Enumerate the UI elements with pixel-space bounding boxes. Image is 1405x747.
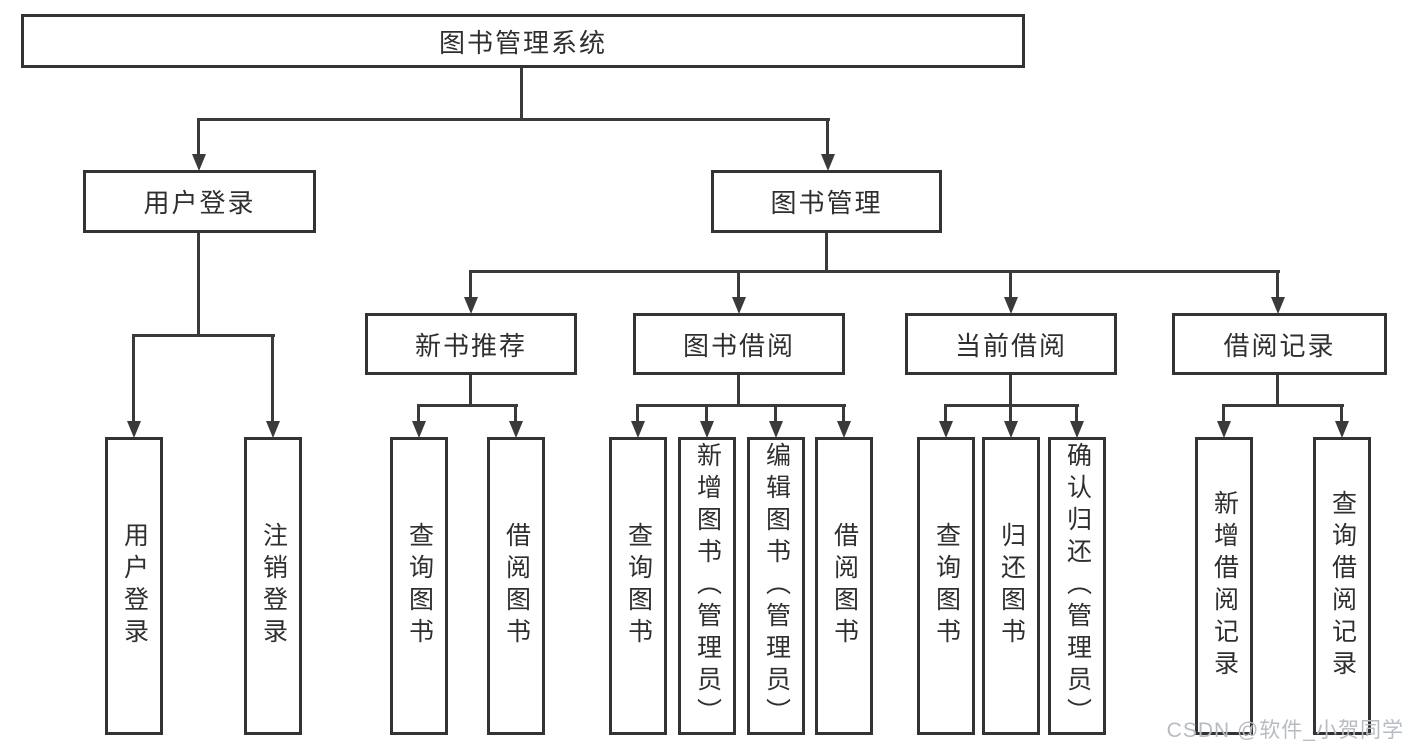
arrowhead-down-icon — [127, 421, 141, 438]
connector-current-drop-2 — [1009, 406, 1012, 423]
leaf-borrowing-query-book: 查询图书 — [609, 437, 667, 735]
connector-user-login-stem — [197, 233, 200, 336]
arrowhead-down-icon — [1271, 297, 1285, 314]
leaf-label: 查询图书 — [405, 522, 434, 650]
leaf-current-confirm-return-admin: 确认归还（管理员） — [1048, 437, 1106, 735]
leaf-label: 查询图书 — [932, 522, 961, 650]
arrowhead-down-icon — [1217, 421, 1231, 438]
arrowhead-down-icon — [939, 421, 953, 438]
arrowhead-down-icon — [732, 297, 746, 314]
leaf-label: 归还图书 — [997, 522, 1026, 650]
connector-new-book-drop-1 — [417, 406, 420, 423]
leaf-current-query-book: 查询图书 — [917, 437, 975, 735]
connector-current-bar — [944, 404, 1079, 407]
arrowhead-down-icon — [700, 421, 714, 438]
connector-book-mgmt-drop-1 — [469, 272, 472, 299]
connector-user-login-drop-2 — [271, 336, 274, 423]
connector-root-bar — [197, 118, 830, 121]
node-borrowing-records: 借阅记录 — [1172, 313, 1387, 375]
leaf-label: 查询图书 — [624, 522, 653, 650]
connector-book-mgmt-drop-3 — [1009, 272, 1012, 299]
leaf-records-query-borrow-record: 查询借阅记录 — [1313, 437, 1371, 735]
connector-book-mgmt-stem — [825, 233, 828, 272]
arrowhead-down-icon — [509, 421, 523, 438]
leaf-borrowing-edit-book-admin: 编辑图书（管理员） — [747, 437, 805, 735]
arrowhead-down-icon — [192, 154, 206, 171]
arrowhead-down-icon — [837, 421, 851, 438]
leaf-logout: 注销登录 — [244, 437, 302, 735]
leaf-label: 借阅图书 — [830, 522, 859, 650]
connector-new-book-drop-2 — [514, 406, 517, 423]
node-book-borrowing: 图书借阅 — [633, 313, 845, 375]
connector-root-stem — [520, 68, 523, 120]
arrowhead-down-icon — [412, 421, 426, 438]
csdn-watermark: CSDN @软件_小贺同学 — [1166, 719, 1404, 742]
node-current-borrowing: 当前借阅 — [905, 313, 1117, 375]
node-label: 图书管理 — [770, 188, 883, 218]
node-user-login: 用户登录 — [83, 170, 316, 233]
connector-current-stem — [1009, 375, 1012, 406]
connector-borrowing-bar — [636, 404, 846, 407]
connector-records-bar — [1222, 404, 1344, 407]
leaf-label: 查询借阅记录 — [1328, 490, 1357, 682]
arrowhead-down-icon — [1004, 297, 1018, 314]
connector-borrowing-drop-3 — [774, 406, 777, 423]
leaf-borrowing-borrow-book: 借阅图书 — [815, 437, 873, 735]
node-book-management: 图书管理 — [711, 170, 942, 233]
connector-root-drop-right — [826, 120, 829, 156]
connector-new-book-bar — [417, 404, 518, 407]
leaf-label: 确认归还（管理员） — [1063, 442, 1092, 730]
node-label: 借阅记录 — [1223, 330, 1336, 361]
connector-borrowing-drop-1 — [636, 406, 639, 423]
connector-book-mgmt-drop-4 — [1276, 272, 1279, 299]
connector-user-login-drop-1 — [132, 336, 135, 423]
connector-root-drop-left — [197, 120, 200, 156]
leaf-label: 用户登录 — [120, 522, 149, 650]
connector-book-mgmt-bar — [469, 270, 1280, 273]
node-label: 图书借阅 — [682, 330, 795, 361]
arrowhead-down-icon — [1004, 421, 1018, 438]
leaf-current-return-book: 归还图书 — [982, 437, 1040, 735]
leaf-records-add-borrow-record: 新增借阅记录 — [1195, 437, 1253, 735]
leaf-label: 新增图书（管理员） — [693, 442, 722, 730]
arrowhead-down-icon — [1335, 421, 1349, 438]
connector-current-drop-1 — [944, 406, 947, 423]
connector-borrowing-stem — [737, 375, 740, 406]
connector-records-stem — [1276, 375, 1279, 406]
arrowhead-down-icon — [769, 421, 783, 438]
arrowhead-down-icon — [1070, 421, 1084, 438]
leaf-newbook-query-book: 查询图书 — [390, 437, 448, 735]
connector-user-login-bar — [132, 334, 275, 337]
leaf-label: 注销登录 — [259, 522, 288, 650]
connector-borrowing-drop-4 — [842, 406, 845, 423]
arrowhead-down-icon — [821, 154, 835, 171]
leaf-borrowing-add-book-admin: 新增图书（管理员） — [678, 437, 736, 735]
node-root-library-management-system: 图书管理系统 — [21, 14, 1025, 68]
node-label: 新书推荐 — [414, 330, 527, 361]
leaf-user-login: 用户登录 — [105, 437, 163, 735]
arrowhead-down-icon — [266, 421, 280, 438]
node-new-book-recommend: 新书推荐 — [365, 313, 577, 375]
connector-new-book-stem — [469, 375, 472, 406]
arrowhead-down-icon — [631, 421, 645, 438]
leaf-label: 新增借阅记录 — [1210, 490, 1239, 682]
leaf-newbook-borrow-book: 借阅图书 — [487, 437, 545, 735]
connector-records-drop-2 — [1340, 406, 1343, 423]
leaf-label: 借阅图书 — [502, 522, 531, 650]
connector-records-drop-1 — [1222, 406, 1225, 423]
connector-current-drop-3 — [1075, 406, 1078, 423]
node-label: 当前借阅 — [954, 330, 1067, 361]
connector-book-mgmt-drop-2 — [737, 272, 740, 299]
node-label: 图书管理系统 — [438, 27, 607, 58]
node-label: 用户登录 — [143, 188, 256, 218]
arrowhead-down-icon — [464, 297, 478, 314]
leaf-label: 编辑图书（管理员） — [762, 442, 791, 730]
connector-borrowing-drop-2 — [705, 406, 708, 423]
